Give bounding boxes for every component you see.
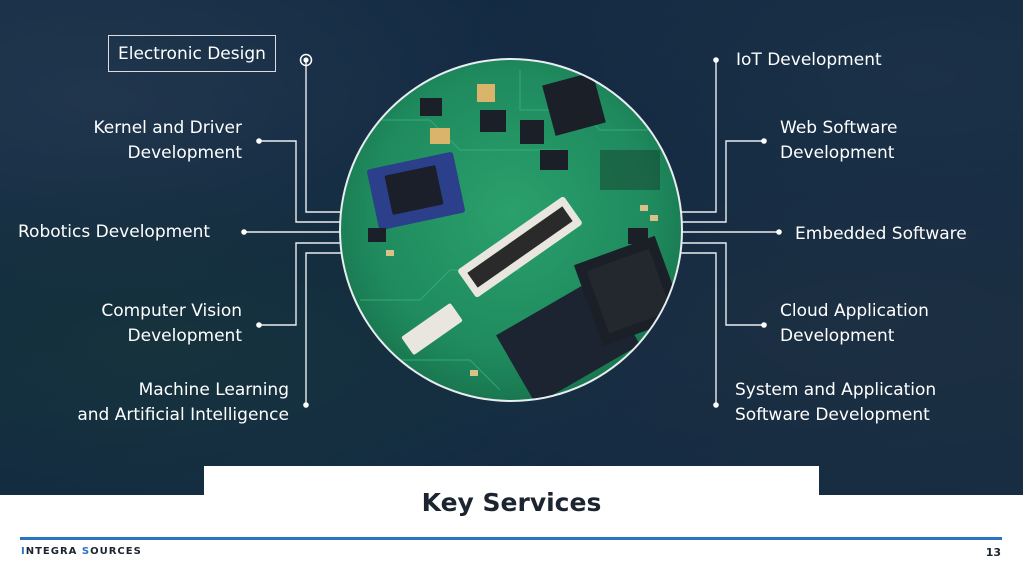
service-label-line-2: Development	[780, 143, 895, 163]
service-electronic-design: Electronic Design	[108, 35, 276, 72]
service-label-line-1: Cloud Application	[780, 301, 929, 321]
service-cloud-application: Cloud Application Development	[780, 299, 929, 349]
right-connectors	[678, 60, 779, 405]
service-label-line-2: and Artificial Intelligence	[77, 405, 289, 425]
service-machine-learning: Machine Learning and Artificial Intellig…	[77, 378, 289, 428]
connector-dots	[241, 53, 782, 408]
logo-letter-s: S	[81, 546, 91, 557]
service-iot: IoT Development	[736, 48, 882, 73]
service-label-line-2: Software Development	[735, 405, 930, 425]
service-label-line-1: Web Software	[780, 118, 898, 138]
service-label: Embedded Software	[795, 224, 967, 244]
logo-word-2: OURCES	[90, 546, 142, 557]
logo-letter-i: I	[21, 546, 26, 557]
left-connectors	[244, 60, 345, 405]
service-label-line-2: Development	[127, 143, 242, 163]
pcb-image	[339, 58, 683, 402]
hero-background: Electronic Design Kernel and Driver Deve…	[0, 0, 1023, 495]
page-number: 13	[985, 546, 1001, 559]
service-computer-vision: Computer Vision Development	[101, 299, 242, 349]
service-label: Robotics Development	[18, 222, 211, 242]
footer-rule	[20, 537, 1002, 540]
service-web-software: Web Software Development	[780, 116, 897, 166]
service-label-line-1: Kernel and Driver	[93, 118, 242, 138]
service-embedded-software: Embedded Software	[795, 222, 967, 247]
service-label-line-1: Computer Vision	[101, 301, 242, 321]
service-system-application: System and Application Software Developm…	[735, 378, 936, 428]
service-robotics: Robotics Development	[18, 220, 210, 245]
service-label-line-2: Development	[127, 326, 242, 346]
service-label-line-1: System and Application	[735, 380, 937, 400]
page-title: Key Services	[421, 488, 602, 517]
service-label-line-2: Development	[780, 326, 895, 346]
service-label: Electronic Design	[118, 44, 266, 64]
title-tab	[204, 466, 819, 506]
service-label: IoT Development	[736, 50, 882, 70]
service-label-line-1: Machine Learning	[138, 380, 289, 400]
service-kernel-driver: Kernel and Driver Development	[93, 116, 242, 166]
connector-diagram	[241, 53, 782, 408]
company-logo: INTEGRA SOURCES	[21, 546, 142, 557]
logo-word-1: NTEGRA	[25, 546, 82, 557]
